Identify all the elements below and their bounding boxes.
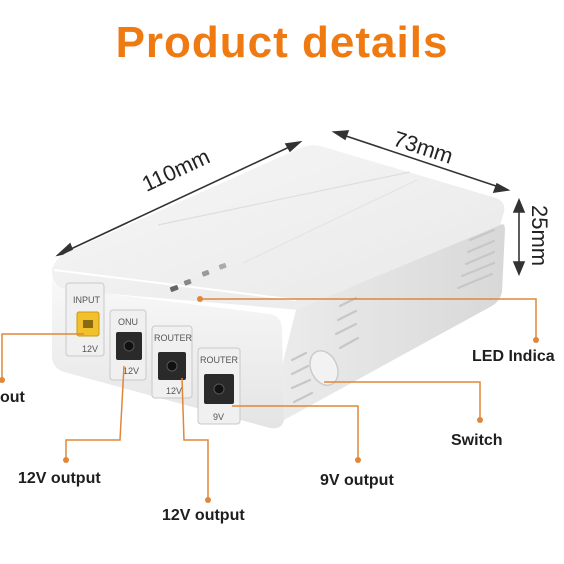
port-router-12v: ROUTER 12V <box>151 325 193 399</box>
callout-router-12v-output: 12V output <box>162 507 245 524</box>
port-input-voltage: 12V <box>82 344 98 354</box>
led-indicators <box>169 263 227 292</box>
power-switch <box>309 350 339 386</box>
port-onu-voltage: 12V <box>123 366 139 376</box>
dimension-arrow-height <box>512 197 526 277</box>
dimension-height-label: 25mm <box>527 205 552 267</box>
callout-onu-output: 12V output <box>18 470 101 487</box>
port-router-9v-voltage: 9V <box>213 412 224 422</box>
port-router-9v: ROUTER 9V <box>197 347 241 425</box>
port-router-9v-label: ROUTER <box>200 355 239 365</box>
port-router-12v-voltage: 12V <box>166 386 182 396</box>
port-router-12v-label: ROUTER <box>154 333 193 343</box>
port-onu: ONU 12V <box>109 309 147 381</box>
callout-led-indicator: LED Indica <box>472 348 555 365</box>
callout-router-9v-output: 9V output <box>320 472 394 489</box>
device-body <box>51 145 505 429</box>
dimension-arrow-width <box>331 130 511 193</box>
port-input: INPUT 12V <box>65 282 105 357</box>
callout-lines <box>0 296 539 503</box>
callout-input: out <box>0 389 25 406</box>
port-input-label: INPUT <box>73 295 101 305</box>
callout-switch: Switch <box>451 432 503 449</box>
port-onu-label: ONU <box>118 317 138 327</box>
page-title: Product details <box>115 18 449 67</box>
